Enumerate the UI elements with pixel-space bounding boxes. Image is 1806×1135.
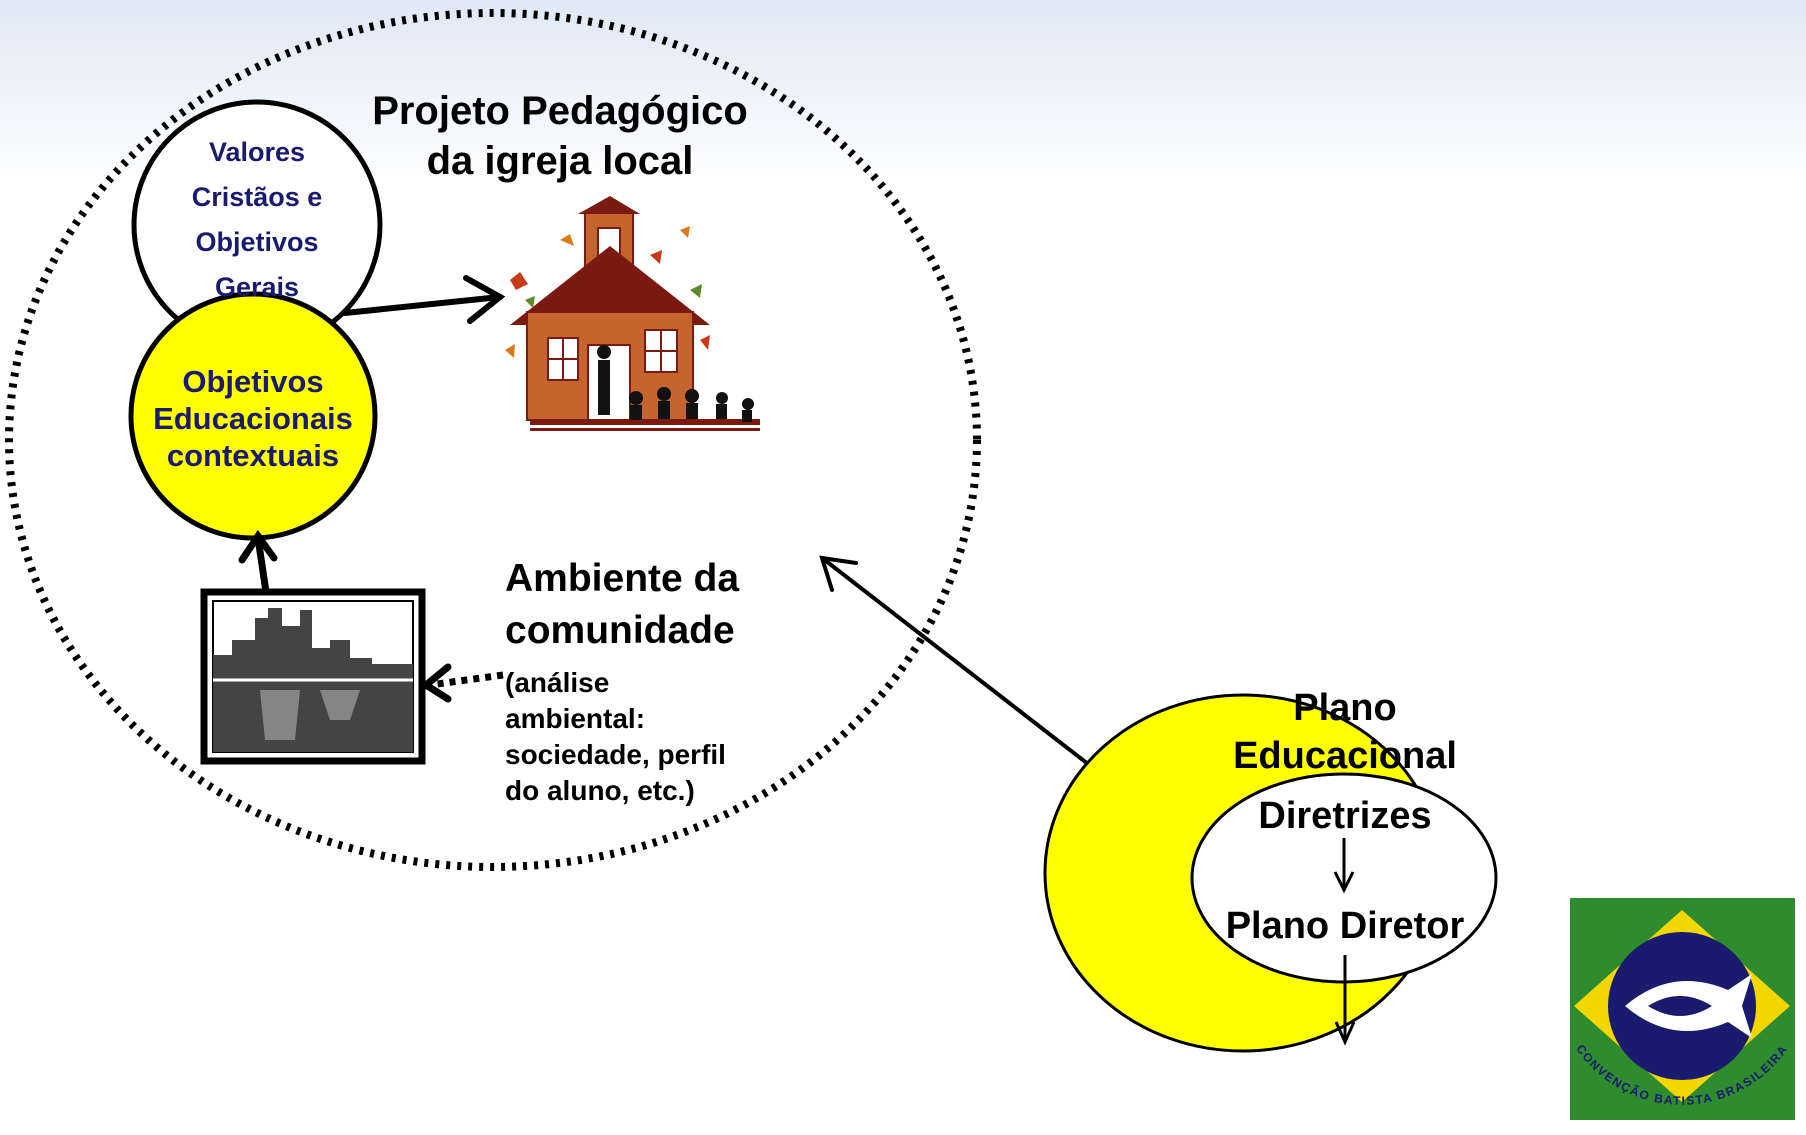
environment-note: (análise ambiental: sociedade, perfil do… — [505, 665, 805, 809]
environment-title-line2: comunidade — [505, 609, 735, 652]
plan-title: Plano Educacional — [1195, 684, 1495, 780]
environment-title-line1: Ambiente da — [505, 557, 740, 600]
project-title: Projeto Pedagógico da igreja local — [350, 86, 770, 186]
objectives-line1: Objetivos — [182, 364, 324, 399]
objectives-line3: contextuais — [166, 438, 340, 473]
community-boundary-ellipse — [5, 9, 981, 871]
environment-note-line4: do aluno, etc.) — [505, 775, 695, 806]
values-line4: Gerais — [214, 272, 300, 302]
environment-note-line3: sociedade, perfil — [505, 739, 726, 770]
plan-guidelines: Diretrizes — [1258, 795, 1432, 837]
environment-title: Ambiente da comunidade — [505, 553, 805, 657]
schoolhouse-illustration — [505, 196, 760, 431]
cbb-logo: CONVENÇÃO BATISTA BRASILEIRA — [1570, 898, 1795, 1120]
arrow-guidelines-to-master-plan — [1333, 838, 1355, 894]
objectives-circle-label: Objetivos Educacionais contextuais — [133, 363, 373, 474]
arrow-picture-to-objectives — [238, 529, 278, 596]
values-line2: Cristãos e — [191, 182, 323, 212]
city-picture — [200, 588, 426, 765]
environment-note-line2: ambiental: — [505, 703, 646, 734]
environment-note-line1: (análise — [505, 667, 610, 698]
plan-title-line2: Educacional — [1233, 735, 1457, 777]
arrow-values-to-school — [342, 275, 506, 324]
values-circle-label: Valores Cristãos e Objetivos Gerais — [147, 130, 367, 310]
arrow-environment-to-picture — [420, 663, 504, 703]
values-line3: Objetivos — [195, 227, 319, 257]
project-title-line1: Projeto Pedagógico — [372, 89, 748, 133]
project-title-line2: da igreja local — [426, 139, 694, 183]
objectives-line2: Educacionais — [153, 401, 353, 436]
plan-master-plan: Plano Diretor — [1225, 905, 1465, 947]
arrow-master-plan-down — [1334, 955, 1356, 1046]
plan-title-line1: Plano — [1293, 687, 1397, 729]
values-line1: Valores — [208, 137, 306, 167]
